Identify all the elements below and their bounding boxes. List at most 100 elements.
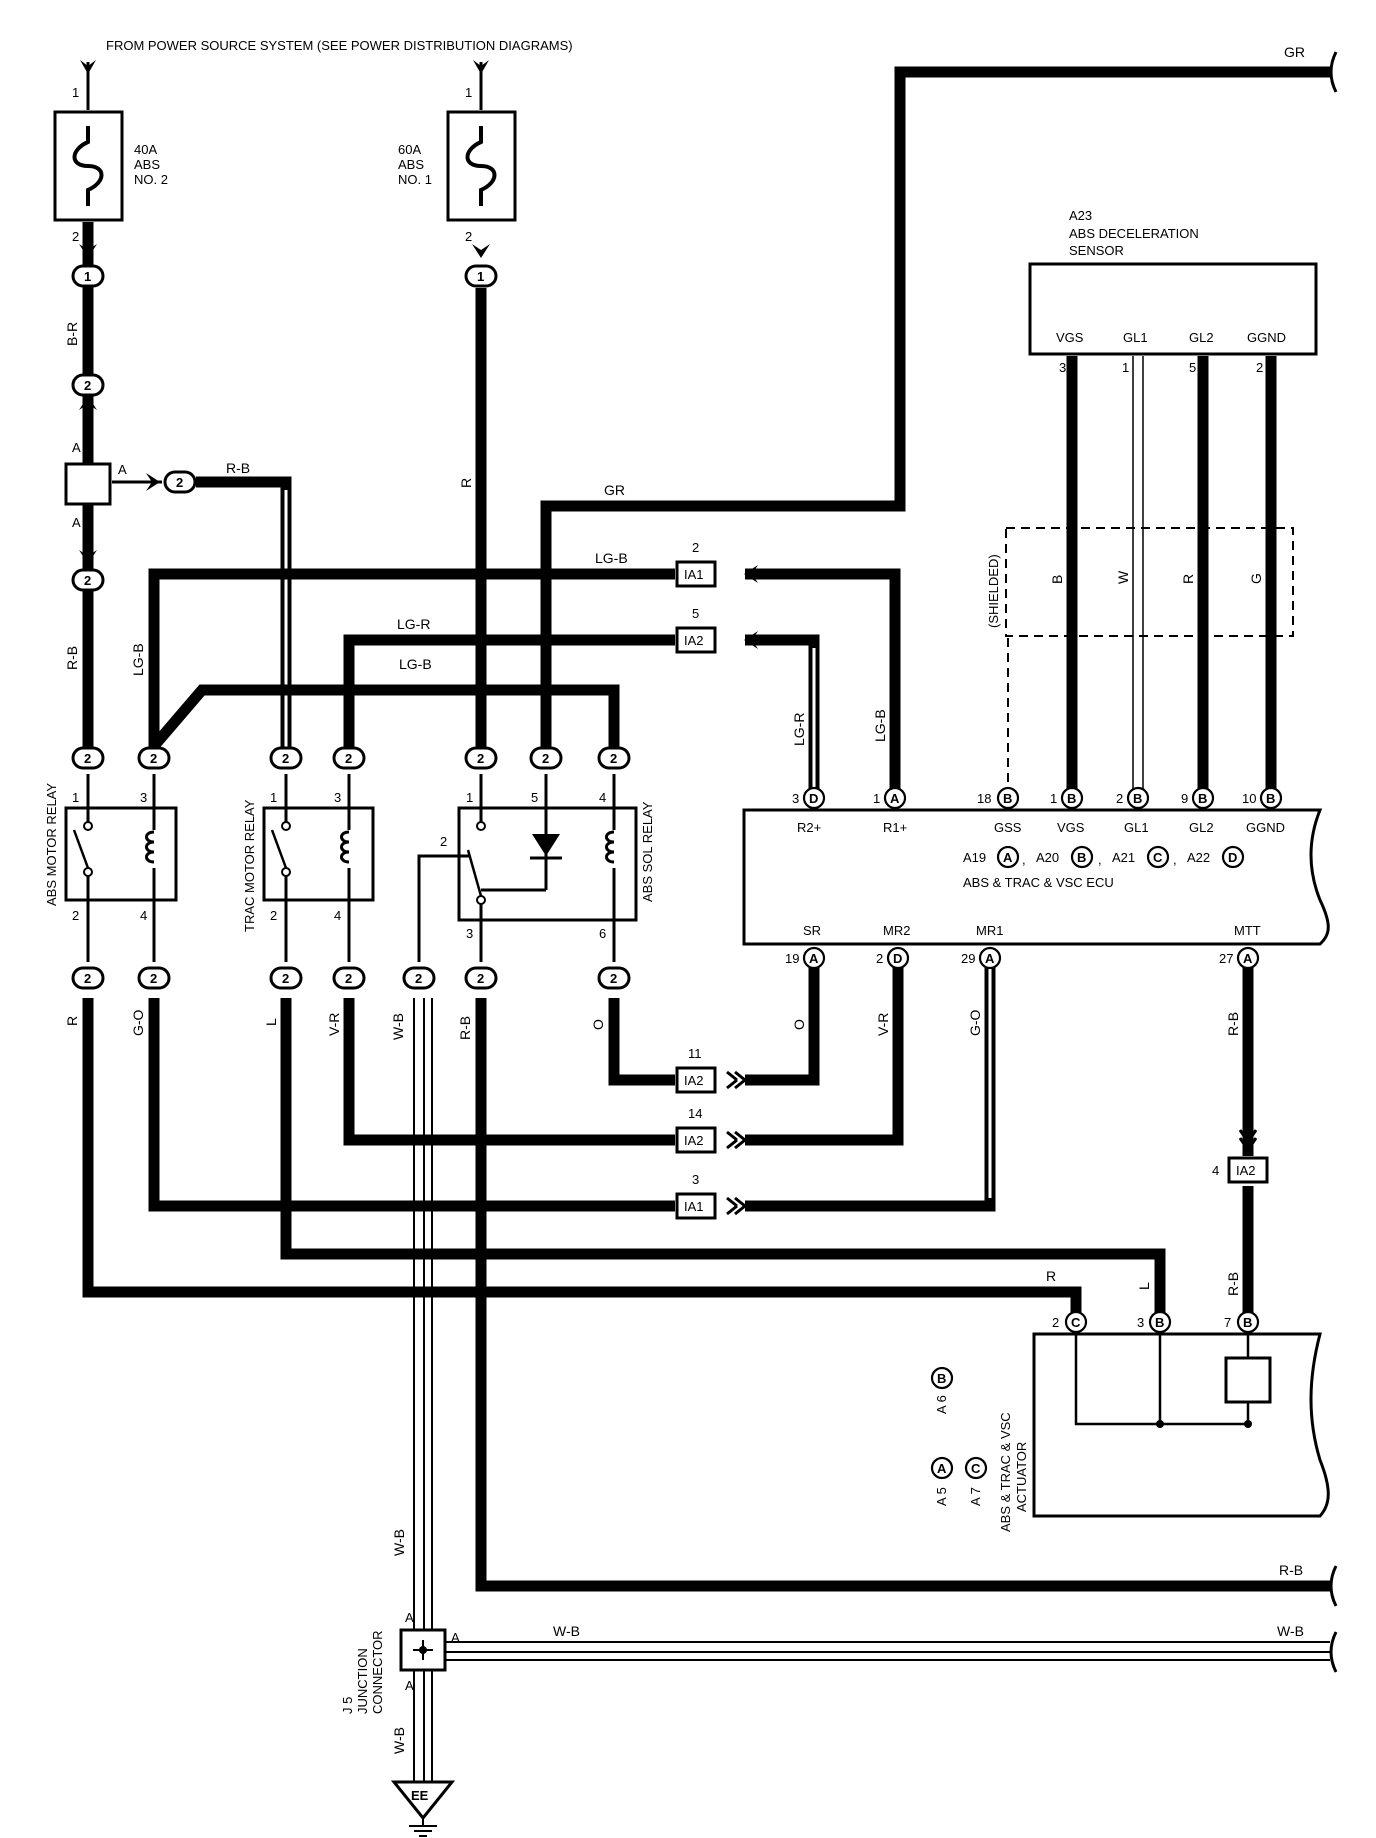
ia-connector-ia2-4: IA2 4 (1212, 1156, 1269, 1184)
wire-r-b-sol-out (475, 998, 1330, 1592)
ia-connector-ia2-5-pin: 5 (692, 606, 699, 621)
wire-label-r-b-right: R-B (1279, 1562, 1303, 1578)
wire-v-r-ecu (745, 958, 904, 1146)
ecu-terminal-r2: R2+ (797, 820, 821, 835)
shield-box (1005, 527, 1294, 637)
actuator-letter-b: B (930, 1366, 954, 1390)
wire-label-w-b-j5-top: W-B (391, 1529, 407, 1556)
connector-fuse-40a-1: 1 (71, 264, 105, 288)
svg-text:2: 2 (415, 971, 422, 986)
ecu-pin-mtt: A (1236, 946, 1260, 970)
wire-label-v-r-ecu: V-R (875, 1013, 891, 1036)
trac-motor-relay-label: TRAC MOTOR RELAY (242, 799, 257, 932)
junction-a-pin-right: A (118, 462, 127, 477)
ecu-code-letter-d: D (1221, 845, 1245, 869)
wire-lg-r (343, 634, 675, 758)
svg-text:2: 2 (610, 751, 617, 766)
ecu-pin-gl2: B (1191, 786, 1215, 810)
ia-connector-ia2-5-code: IA2 (684, 633, 704, 648)
actuator-code-a7: A 7 (968, 1487, 983, 1506)
wire-label-r: R (458, 478, 474, 488)
wire-g-o (148, 998, 675, 1212)
chevron-ia2-14 (726, 1130, 746, 1150)
connector-abs-motor-2: 2 (71, 966, 105, 990)
actuator-letter-c: C (964, 1456, 988, 1480)
svg-text:2: 2 (84, 971, 91, 986)
ia-connector-ia2-11-code: IA2 (684, 1073, 704, 1088)
fuse-60a-pin-in: 1 (465, 85, 472, 100)
sensor-name-line2: SENSOR (1069, 243, 1124, 258)
ia-connector-ia2-11: IA2 11 (675, 1046, 717, 1094)
wire-label-g-o-ecu: G-O (967, 1009, 983, 1036)
connector-r-b-2: 2 (71, 568, 105, 592)
wire-label-w-sensor: W (1115, 570, 1131, 584)
fuse-60a-element (465, 126, 497, 206)
abs-motor-relay-contact-top (83, 821, 93, 831)
wire-lg-b-upper (148, 568, 675, 758)
ecu-pin-num-ggnd: 10 (1242, 791, 1256, 806)
ecu-pin-ggnd: B (1259, 786, 1283, 810)
ia-connector-ia2-11-pin: 11 (688, 1046, 702, 1061)
actuator-motor (1224, 1356, 1272, 1404)
ecu-terminal-gl1: GL1 (1124, 820, 1149, 835)
abs-motor-pin-1: 1 (72, 790, 79, 805)
relay-pin-numbers: 1 3 2 4 1 3 2 4 1 5 4 2 3 6 (72, 790, 606, 941)
abs-sol-relay-coil (605, 830, 615, 864)
ecu-pin-gl1: B (1126, 786, 1150, 810)
sensor-name-line1: ABS DECELERATION (1069, 226, 1199, 241)
sensor-terminal-vgs: VGS (1056, 330, 1084, 345)
fuse-60a-number: NO. 1 (398, 172, 432, 187)
wire-label-w-b-right: W-B (1277, 1623, 1304, 1639)
connector-sol-2: 2 (402, 966, 436, 990)
j5-pin-bottom: A (405, 1678, 414, 1693)
wire-label-l-actuator: L (1136, 1282, 1152, 1290)
svg-text:2: 2 (345, 751, 352, 766)
svg-text:2: 2 (84, 751, 91, 766)
fuse-40a-pin-in: 1 (72, 85, 79, 100)
trac-motor-relay-switch (270, 829, 288, 869)
wire-label-gr-mid: GR (604, 482, 625, 498)
ia-connectors: IA1 2 IA2 5 IA2 11 IA2 14 IA1 3 IA2 4 (675, 540, 1269, 1220)
ia-connector-ia1-2: IA1 2 (675, 540, 717, 588)
wire-label-lg-r-top: LG-R (397, 616, 430, 632)
arrow-junction-a-right (146, 473, 160, 491)
actuator-wire-c (1074, 1334, 1160, 1426)
wire-o (608, 998, 675, 1086)
ecu-code-sep-2: , (1098, 852, 1102, 867)
ecu-terminal-r1: R1+ (883, 820, 907, 835)
wires (82, 62, 1330, 1782)
ecu-pin-gss: B (996, 786, 1020, 810)
ecu-terminal-vgs: VGS (1057, 820, 1085, 835)
actuator-name-line1: ABS & TRAC & VSC (998, 1412, 1013, 1532)
connector-abs-motor-4: 2 (137, 966, 171, 990)
actuator-node-2 (1244, 1420, 1252, 1428)
ecu-pin-num-mr2: 2 (876, 951, 883, 966)
ecu-pin-num-r1: 1 (873, 791, 880, 806)
abs-sol-relay-lead-2 (417, 854, 470, 962)
connector-sol-3: 2 (464, 966, 498, 990)
sol-pin-6: 6 (599, 926, 606, 941)
wire-label-lg-b-ecu: LG-B (872, 709, 888, 742)
connector-sol-6: 2 (597, 966, 631, 990)
fuse-40a-rating: 40A (134, 142, 157, 157)
sol-pin-5: 5 (531, 790, 538, 805)
sensor-terminal-gl2: GL2 (1189, 330, 1214, 345)
actuator-node-1 (1156, 1420, 1164, 1428)
connector-trac-motor-4: 2 (332, 966, 366, 990)
arrow-40a-out (79, 244, 97, 258)
ecu-pin-vgs: B (1060, 786, 1084, 810)
ecu-pin-num-vgs: 1 (1050, 791, 1057, 806)
arrow-60a-in (473, 60, 489, 74)
svg-text:B: B (1077, 850, 1086, 865)
sensor-pin-3: 3 (1059, 360, 1066, 375)
actuator-pin-num-7: 7 (1224, 1315, 1231, 1330)
ecu-code-sep-3: , (1173, 852, 1177, 867)
abs-sol-relay-label: ABS SOL RELAY (640, 801, 655, 902)
abs-motor-relay-contact-bottom (83, 867, 93, 877)
ecu-code-letter-b: B (1070, 845, 1094, 869)
svg-text:2: 2 (84, 378, 91, 393)
abs-trac-vsc-ecu: R2+ R1+ GSS VGS GL1 GL2 GGND D A B B B B… (742, 786, 1330, 970)
j5-name-line2: CONNECTOR (370, 1630, 385, 1714)
svg-text:C: C (1071, 1315, 1081, 1330)
junction-block-a: A A A (64, 440, 127, 530)
